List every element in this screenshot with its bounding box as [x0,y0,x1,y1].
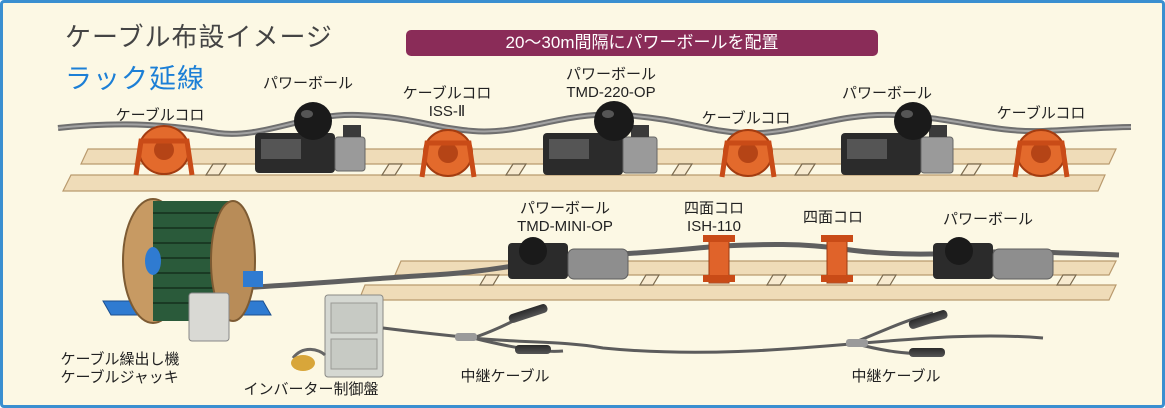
label-four-roller-ish110: 四面コロ ISH-110 [684,200,744,236]
label-line: TMD-220-OP [566,84,656,101]
cable-roller-3 [1012,129,1070,178]
label-cable-roller-2: ケーブルコロ [702,110,791,128]
diagram-artwork [57,101,1132,378]
label-line: ケーブルコロ [701,110,791,127]
four-sided-roller [821,235,853,284]
label-line: ISH-110 [687,218,741,235]
cable-drum-feeder [102,198,272,342]
cable-roller-1 [133,125,195,176]
section-subtitle: ラック延線 [65,64,205,94]
label-relay-cable-2: 中継ケーブル [851,368,940,386]
inverter-panel [291,294,384,378]
label-power-ball-mini: パワーボール TMD-MINI-OP [517,200,613,236]
power-ball-1 [255,102,366,173]
label-cable-roller-iss: ケーブルコロ ISS-Ⅱ [403,85,492,121]
four-sided-roller-ish110 [703,235,735,284]
label-line: ケーブルコロ [996,105,1086,122]
label-line: パワーボール [841,85,933,102]
label-cable-roller-3: ケーブルコロ [997,105,1086,123]
label-inverter-panel: インバーター制御盤 [243,381,378,399]
label-line: パワーボール [519,200,611,217]
cable-roller-iss [419,129,477,178]
label-line: ケーブルコロ [115,107,205,124]
label-relay-cable-1: 中継ケーブル [460,368,549,386]
label-line: 中継ケーブル [851,368,941,385]
page-title: ケーブル布設イメージ [65,22,333,52]
label-line: ケーブル繰出し機 [60,351,180,368]
label-line: 中継ケーブル [460,368,550,385]
label-four-roller: 四面コロ [803,209,863,227]
spacing-banner: 20～30m間隔にパワーボールを配置 [406,30,878,56]
label-line: TMD-MINI-OP [517,218,613,235]
label-line: ケーブルコロ [402,85,492,102]
label-line: インバーター制御盤 [243,381,379,398]
relay-cables [382,304,1044,357]
label-power-ball-3: パワーボール [943,211,1033,229]
label-line: パワーボール [565,66,657,83]
label-power-ball-220: パワーボール TMD-220-OP [566,66,656,102]
label-line: 四面コロ [802,209,864,226]
label-power-ball-1: パワーボール [263,75,353,93]
label-line: パワーボール [942,211,1034,228]
power-ball-2 [841,102,954,175]
power-ball-220 [543,101,658,175]
label-line: ケーブルジャッキ [60,369,179,386]
label-line: 四面コロ [683,200,745,217]
label-line: パワーボール [262,75,354,92]
label-line: ISS-Ⅱ [428,103,466,120]
power-ball-3 [933,237,1054,280]
label-cable-roller-1: ケーブルコロ [116,107,205,125]
power-ball-mini [508,237,629,280]
cable-roller-2 [719,129,777,178]
label-cable-feeder: ケーブル繰出し機 ケーブルジャッキ [60,351,179,387]
label-power-ball-2: パワーボール [842,85,932,103]
